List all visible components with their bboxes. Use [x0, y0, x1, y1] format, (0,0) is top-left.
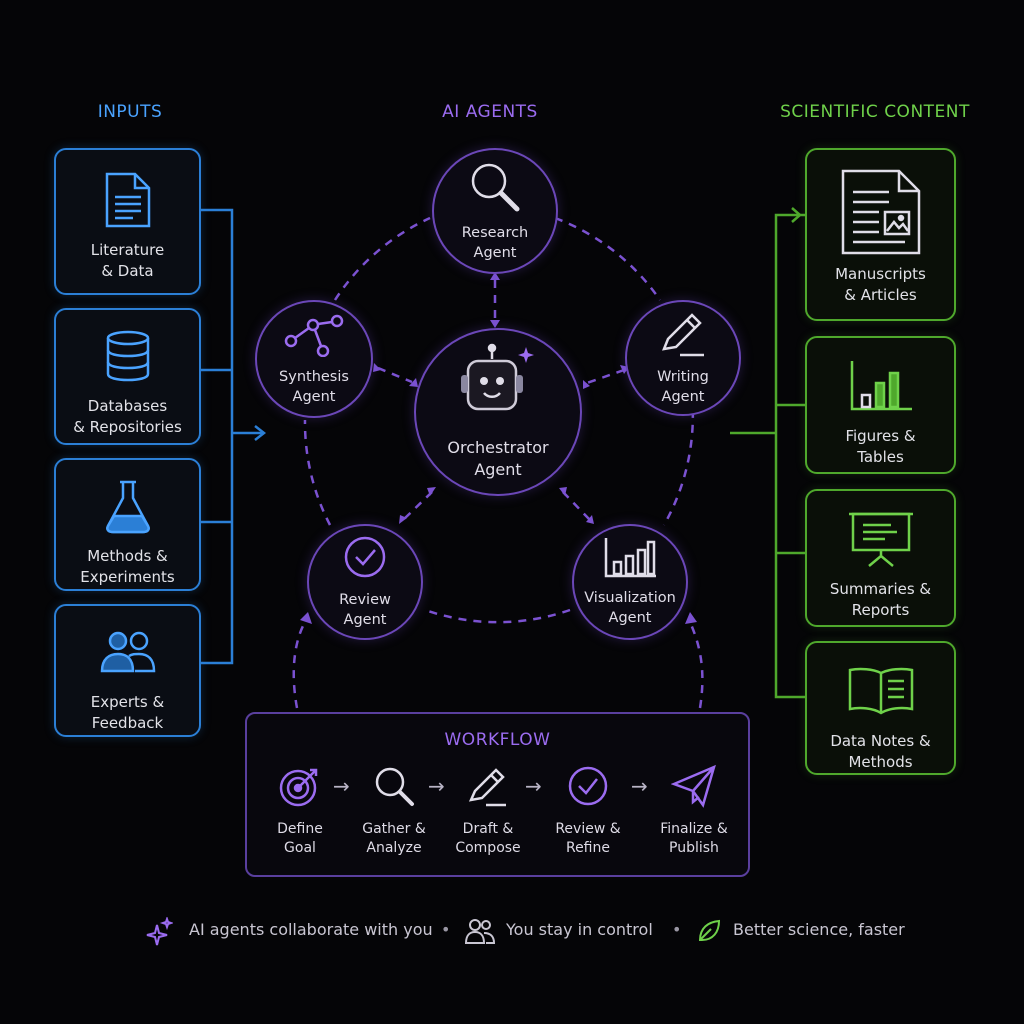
people-icon [464, 917, 496, 949]
footer-science-text: Better science, faster [733, 920, 905, 939]
open-book-icon [846, 659, 916, 723]
workflow-panel: WORKFLOW Define Goal → Gather & Analyze … [245, 712, 750, 877]
footer-separator: • [441, 920, 451, 939]
writing-agent-node[interactable]: Writing Agent [625, 300, 741, 416]
step-label: Draft & Compose [455, 821, 521, 856]
scientific-content-heading: SCIENTIFIC CONTENT [780, 102, 970, 122]
search-icon [467, 159, 523, 219]
bar-chart-icon [602, 536, 658, 584]
synthesis-agent-node[interactable]: Synthesis Agent [255, 300, 373, 418]
agent-label: Writing Agent [657, 369, 709, 405]
output-card-figures[interactable]: Figures & Tables [805, 336, 956, 474]
step-arrow: → [631, 774, 648, 798]
step-label: Gather & Analyze [362, 821, 426, 856]
input-card-experts[interactable]: Experts & Feedback [54, 604, 201, 737]
output-label: Figures & Tables [845, 427, 916, 466]
network-icon [283, 311, 345, 361]
agent-label: Research Agent [461, 225, 529, 261]
leaf-icon [696, 918, 722, 948]
output-card-manuscripts[interactable]: Manuscripts & Articles [805, 148, 956, 321]
flask-icon [103, 474, 153, 538]
input-label: Methods & Experiments [80, 547, 175, 586]
pencil-icon [466, 764, 510, 812]
step-label: Review & Refine [555, 821, 621, 856]
presentation-icon [847, 507, 915, 571]
output-label: Manuscripts & Articles [835, 265, 926, 304]
agent-label: Review Agent [339, 592, 391, 628]
bar-chart-icon [848, 354, 914, 418]
input-card-literature[interactable]: Literature & Data [54, 148, 201, 295]
agents-heading: AI AGENTS [442, 102, 538, 122]
document-icon [103, 168, 153, 232]
footer-collaborate-text: AI agents collaborate with you [189, 920, 433, 939]
target-icon [278, 764, 322, 812]
database-icon [104, 324, 152, 388]
agent-label: Orchestrator Agent [447, 438, 549, 479]
agent-label: Visualization Agent [584, 590, 676, 626]
step-arrow: → [525, 774, 542, 798]
workflow-title: WORKFLOW [444, 730, 551, 750]
pencil-icon [658, 309, 708, 363]
input-label: Experts & Feedback [90, 693, 165, 732]
research-agent-node[interactable]: Research Agent [432, 148, 558, 274]
check-circle-icon [342, 534, 388, 584]
workflow-step-define-goal[interactable]: Define Goal [255, 764, 345, 858]
input-card-databases[interactable]: Databases & Repositories [54, 308, 201, 445]
step-label: Finalize & Publish [660, 821, 728, 856]
orchestrator-agent-node[interactable]: Orchestrator Agent [414, 328, 582, 496]
check-circle-icon [566, 764, 610, 812]
footer: AI agents collaborate with you • You sta… [0, 912, 1024, 952]
visualization-agent-node[interactable]: Visualization Agent [572, 524, 688, 640]
footer-control-text: You stay in control [506, 920, 653, 939]
paper-plane-icon [670, 764, 717, 812]
step-arrow: → [333, 774, 350, 798]
people-icon [99, 620, 157, 684]
inputs-heading: INPUTS [97, 102, 163, 122]
manuscript-icon [839, 168, 923, 256]
output-card-data-notes[interactable]: Data Notes & Methods [805, 641, 956, 775]
step-arrow: → [428, 774, 445, 798]
sparkle-icon [143, 915, 175, 951]
workflow-step-draft-compose[interactable]: Draft & Compose [443, 764, 533, 858]
output-label: Data Notes & Methods [830, 732, 931, 771]
step-label: Define Goal [277, 821, 323, 856]
input-card-methods[interactable]: Methods & Experiments [54, 458, 201, 591]
output-label: Summaries & Reports [829, 580, 932, 619]
review-agent-node[interactable]: Review Agent [307, 524, 423, 640]
workflow-step-review-refine[interactable]: Review & Refine [543, 764, 633, 858]
output-card-summaries[interactable]: Summaries & Reports [805, 489, 956, 627]
search-icon [372, 764, 416, 812]
input-label: Literature & Data [90, 241, 165, 280]
footer-separator: • [672, 920, 682, 939]
agent-label: Synthesis Agent [279, 369, 349, 405]
workflow-step-gather-analyze[interactable]: Gather & Analyze [349, 764, 439, 858]
robot-icon [448, 343, 548, 437]
input-label: Databases & Repositories [73, 397, 182, 436]
workflow-step-finalize-publish[interactable]: Finalize & Publish [649, 764, 739, 858]
